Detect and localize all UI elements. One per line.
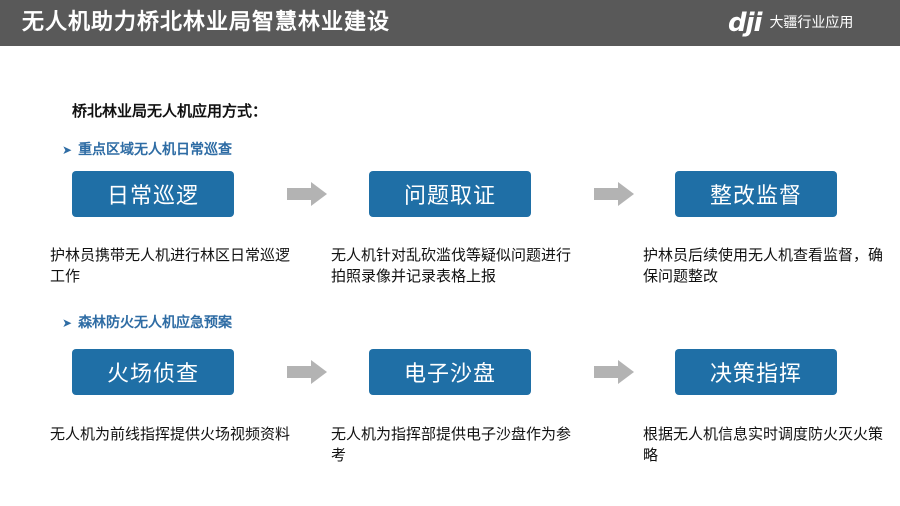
header-bar: 无人机助力桥北林业局智慧林业建设 dji 大疆行业应用 — [0, 0, 900, 46]
desc-command: 根据无人机信息实时调度防火灭火策略 — [643, 425, 884, 464]
section-title-text: 森林防火无人机应急预案 — [78, 315, 233, 331]
desc-daily-patrol: 护林员携带无人机进行林区日常巡逻工作 — [50, 246, 291, 285]
arrow-right-icon — [287, 182, 327, 206]
desc-supervision: 护林员后续使用无人机查看监督，确保问题整改 — [643, 246, 884, 285]
step-fire-recon: 火场侦查 — [72, 349, 234, 395]
page-title: 无人机助力桥北林业局智慧林业建设 — [22, 10, 391, 35]
arrow-right-icon — [594, 182, 634, 206]
section-title-patrol: ➤ 重点区域无人机日常巡查 — [62, 139, 232, 159]
step-command: 决策指挥 — [675, 349, 837, 395]
triangle-right-icon: ➤ — [62, 143, 73, 157]
dji-logo: dji 大疆行业应用 — [728, 8, 853, 38]
step-supervision: 整改监督 — [675, 171, 837, 217]
logo-mark: dji — [728, 8, 762, 38]
logo-text: 大疆行业应用 — [769, 15, 854, 31]
arrow-right-icon — [594, 360, 634, 384]
arrow-right-icon — [287, 360, 327, 384]
triangle-right-icon: ➤ — [62, 316, 73, 330]
desc-fire-recon: 无人机为前线指挥提供火场视频资料 — [50, 425, 291, 443]
intro-heading: 桥北林业局无人机应用方式： — [72, 102, 268, 120]
step-sand-table: 电子沙盘 — [369, 349, 531, 395]
desc-evidence: 无人机针对乱砍滥伐等疑似问题进行拍照录像并记录表格上报 — [331, 246, 572, 285]
desc-sand-table: 无人机为指挥部提供电子沙盘作为参考 — [331, 425, 572, 464]
section-title-text: 重点区域无人机日常巡查 — [78, 142, 233, 158]
section-title-fire: ➤ 森林防火无人机应急预案 — [62, 312, 232, 332]
step-daily-patrol: 日常巡逻 — [72, 171, 234, 217]
step-evidence: 问题取证 — [369, 171, 531, 217]
